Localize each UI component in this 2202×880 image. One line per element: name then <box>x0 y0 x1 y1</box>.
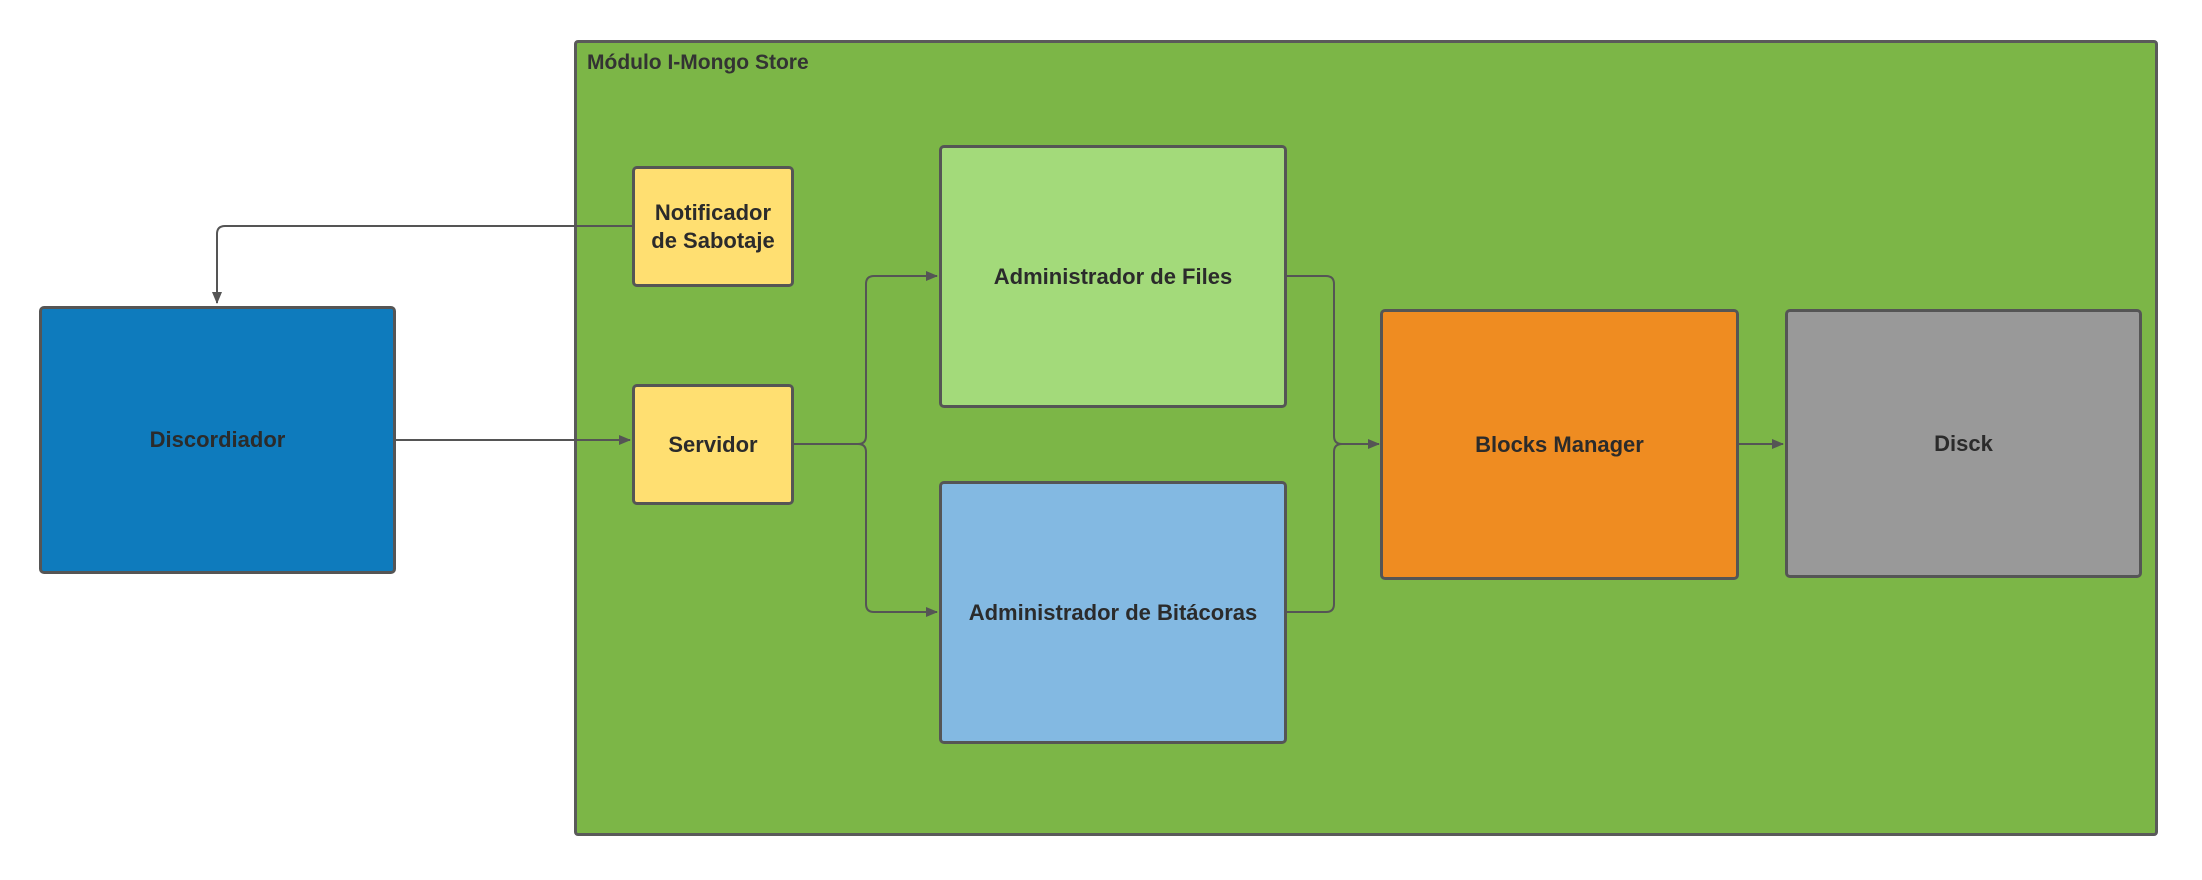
edge-servidor-files <box>794 271 938 445</box>
edge-notificador-discordiador <box>212 225 632 304</box>
node-administrador-bitacoras[interactable]: Administrador de Bitácoras <box>939 481 1287 744</box>
edge-files-blocks <box>1287 275 1380 449</box>
node-blocks-manager-label: Blocks Manager <box>1475 431 1644 457</box>
node-administrador-files[interactable]: Administrador de Files <box>939 145 1287 408</box>
node-servidor[interactable]: Servidor <box>632 384 794 505</box>
node-administrador-files-label: Administrador de Files <box>993 263 1233 289</box>
node-disck-label: Disck <box>1934 430 1993 456</box>
node-discordiador-label: Discordiador <box>149 427 286 453</box>
node-notificador-sabotaje[interactable]: Notificador de Sabotaje <box>632 166 794 287</box>
node-servidor-label: Servidor <box>668 431 758 457</box>
node-notificador-label-line2: de Sabotaje <box>651 227 775 253</box>
node-administrador-bitacoras-label: Administrador de Bitácoras <box>968 599 1258 625</box>
edge-bitacoras-blocks <box>1287 443 1343 613</box>
node-discordiador[interactable]: Discordiador <box>39 306 396 574</box>
node-notificador-label: Notificador de Sabotaje <box>651 199 774 254</box>
node-notificador-label-line1: Notificador <box>654 200 772 225</box>
module-title: Módulo I-Mongo Store <box>587 51 809 74</box>
node-blocks-manager[interactable]: Blocks Manager <box>1380 309 1739 580</box>
node-disck[interactable]: Disck <box>1785 309 2142 578</box>
edge-servidor-bitacoras <box>857 443 938 617</box>
